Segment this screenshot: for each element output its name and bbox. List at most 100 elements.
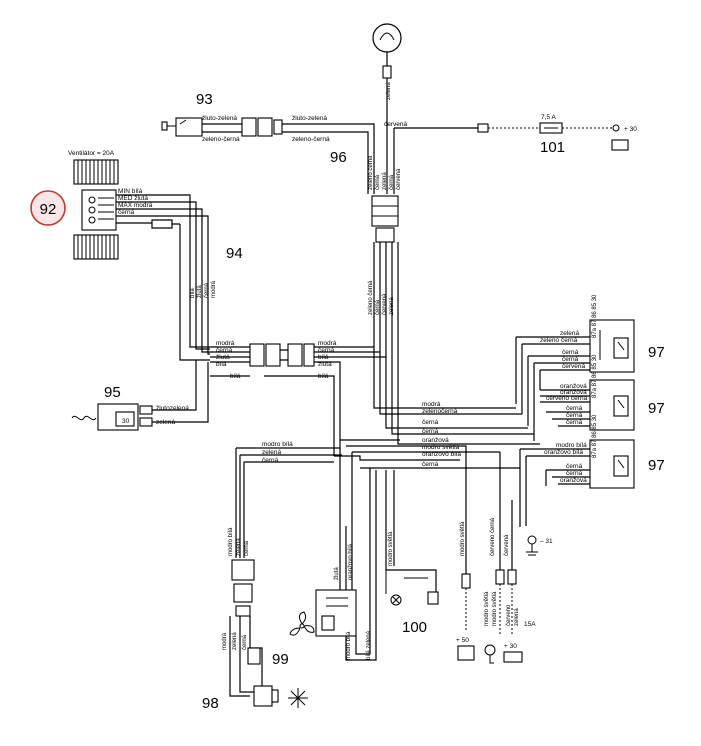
bus-7: černá [422, 461, 439, 468]
r2-w4: černá [566, 412, 583, 419]
label-97-top: 97 [648, 344, 665, 361]
blower-switch-99 [315, 589, 357, 637]
connector-93 [241, 117, 283, 137]
r3-w1: oranžovo bílá [544, 449, 583, 456]
fan-pin-med: MED žlutá [118, 195, 148, 202]
fan-icon [289, 611, 315, 636]
fuse101-term: + 30 [624, 126, 637, 133]
label-100: 100 [402, 619, 427, 636]
fan-pin-max: MAX modrá [118, 202, 153, 209]
connector-94 [249, 343, 315, 367]
fuse-101 [539, 122, 563, 134]
h96-m3: zelená [389, 297, 395, 315]
r2-w2: červeno černá [546, 395, 588, 402]
r3-w0: modro bílá [556, 442, 587, 449]
harness96-top: zelená [386, 82, 392, 100]
r1-w4: červená [562, 363, 586, 370]
bus-1: zelenočerná [422, 408, 458, 415]
harness96-right: žluto-zelená [292, 115, 327, 122]
relay3-pins: 87a 87 86 85 30 [592, 414, 598, 458]
r3-w2: černá [566, 463, 583, 470]
fan-switch-92 [81, 189, 117, 231]
h96-m0: zeleno černá [368, 280, 374, 315]
v99b-0: modro bílá [346, 631, 352, 660]
v99-0: žlutá [334, 567, 340, 580]
label-92-circle [30, 190, 66, 226]
ground-label: – 31 [540, 538, 553, 545]
fan-pin-gnd: černá [118, 209, 135, 216]
plus30-bottom: + 30 [504, 643, 517, 650]
h96-v4: červená [396, 168, 402, 190]
r3-w4: oranžová [560, 477, 587, 484]
bt-0: modro bílá [262, 441, 293, 448]
label-92: 92 [40, 201, 57, 218]
r2-w3: černá [566, 405, 583, 412]
h96-v0: zeleno černá [368, 155, 374, 190]
vs3-1: zelená [514, 608, 520, 626]
sensor-95 [71, 403, 139, 431]
vs3-0: červeno [506, 604, 512, 626]
sensor95-wire-a: žlutozelená [156, 405, 189, 412]
h94-v0: bílá [190, 288, 196, 298]
fuse101-rating: 7,5 A [541, 114, 556, 121]
bt-1: zelená [262, 449, 282, 456]
h94-l3: bílá [216, 361, 227, 368]
sensor95-conn-a [139, 405, 153, 415]
fan-pin-min: MIN bílá [118, 188, 143, 195]
r1-w2: černá [562, 349, 579, 356]
harness96-right2: zeleno-černá [292, 136, 330, 143]
switch-93 [161, 117, 203, 137]
relay-97-mid [589, 379, 635, 431]
v98b-2: černá [242, 634, 248, 650]
battery-icon [611, 139, 629, 151]
bus-3: černá [422, 428, 439, 435]
label-101: 101 [540, 139, 565, 156]
conn-red-b [507, 569, 517, 585]
sensor95-conn-b [139, 417, 153, 427]
r1-w1: zeleno černá [540, 337, 578, 344]
light-icon [457, 645, 475, 661]
r2-w0: oranžová [560, 383, 587, 390]
label-95: 95 [104, 384, 121, 401]
label-97-mid: 97 [648, 400, 665, 417]
conn-red-a [495, 569, 505, 585]
battery-bottom-icon [503, 651, 523, 663]
vs: modro světlá [460, 521, 466, 556]
v99-1: oranžovo bílá [348, 543, 354, 580]
conn-98b [247, 647, 261, 665]
v98b-1: zelená [232, 632, 238, 650]
h94-r3: žlutá [318, 361, 332, 368]
lamp-icon [372, 23, 402, 79]
relay2-pins: 87a 87 86 85 30 [592, 354, 598, 398]
h96-m1: černá [375, 299, 381, 315]
r2-w1: oranžová [560, 389, 587, 396]
h96-v2: zelená [382, 172, 388, 190]
r3-w3: černá [566, 470, 583, 477]
snowflake-icon [288, 688, 308, 708]
connector-98 [231, 559, 255, 617]
vs2-1: modro světlá [492, 591, 498, 626]
key-icon [484, 644, 496, 664]
label-99: 99 [272, 651, 289, 668]
fan-title: Ventilátor = 20A [68, 150, 115, 157]
v98-0: modro bílá [228, 527, 234, 556]
h94-v1: žlutá [197, 285, 203, 298]
bus-0: modrá [422, 401, 441, 408]
vred-0: červeno černá [490, 517, 496, 556]
bus-5: modro světlá [422, 444, 460, 451]
r1-w3: černá [562, 356, 579, 363]
relay-97-bottom [589, 439, 635, 489]
fan-grill-top [73, 159, 119, 185]
bt-2: černá [262, 457, 279, 464]
terminal-plus30 [612, 124, 620, 132]
h94-r0: modrá [318, 340, 337, 347]
v99b-1: bílá zelená [366, 630, 372, 660]
label-94: 94 [226, 245, 243, 262]
h96-m2: červená [382, 293, 388, 315]
relay-100 [385, 570, 439, 606]
vs2-0: modro světlá [484, 591, 490, 626]
h94-l1: černá [216, 347, 233, 354]
relay-97-top [589, 319, 635, 373]
h96-v3: černá [389, 174, 395, 190]
